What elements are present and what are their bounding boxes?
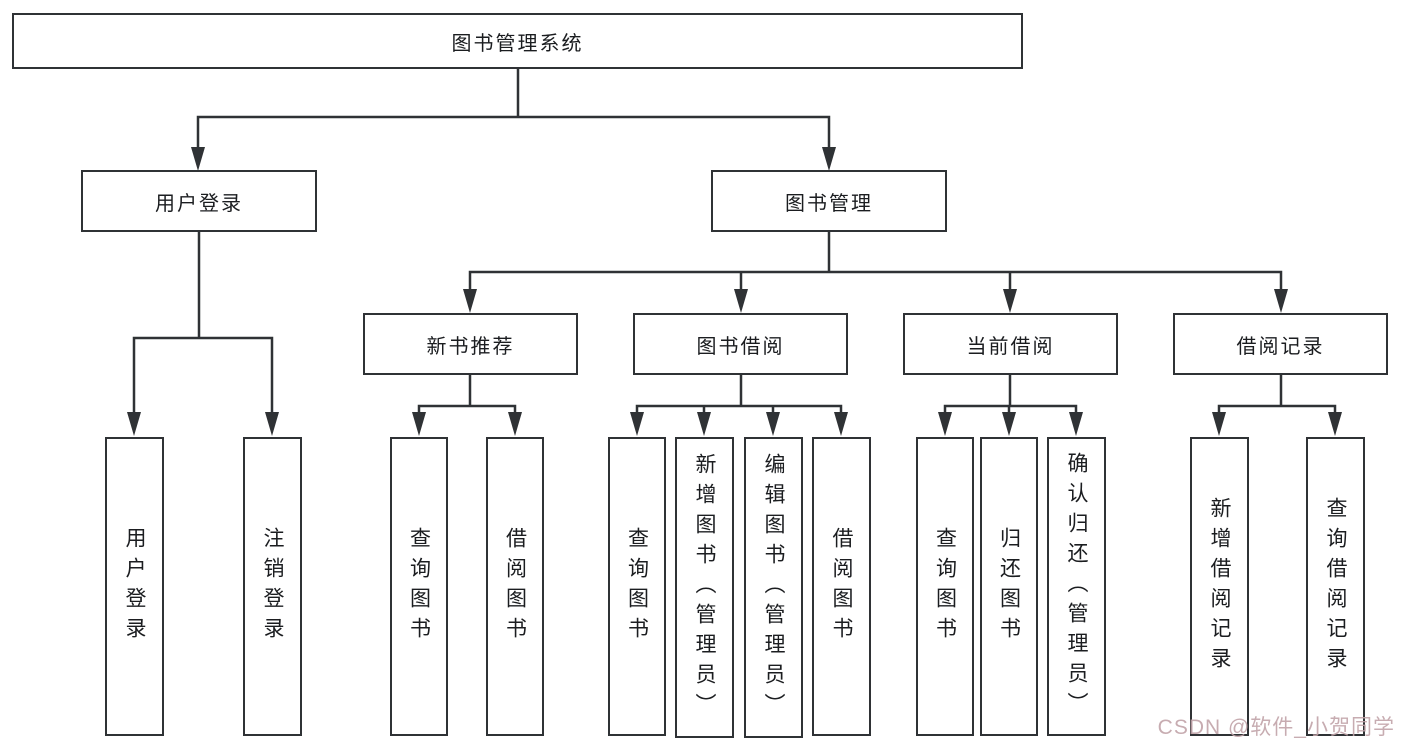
leaf-edit-books-admin-label: 编辑图书（管理员）	[762, 452, 785, 723]
csdn-watermark: CSDN @软件_小贺同学	[1157, 716, 1395, 739]
connector-root-to-level2	[196, 67, 831, 152]
leaf-logout: 注销登录	[243, 437, 302, 736]
arrowhead	[127, 412, 141, 436]
leaf-user-login: 用户登录	[105, 437, 164, 736]
connector-book-mgmt-to-level3	[468, 230, 1283, 293]
arrowhead	[834, 412, 848, 436]
leaf-borrow-books-recommend-label: 借阅图书	[503, 526, 527, 647]
leaf-query-books-current: 查询图书	[916, 437, 974, 736]
leaf-return-books: 归还图书	[980, 437, 1038, 736]
arrowhead	[697, 412, 711, 436]
arrowhead	[508, 412, 522, 436]
arrowhead	[630, 412, 644, 436]
node-book-borrow: 图书借阅	[633, 313, 848, 375]
leaf-add-books-admin-label: 新增图书（管理员）	[693, 452, 716, 723]
node-user-login-label: 用户登录	[155, 192, 243, 215]
node-user-login: 用户登录	[81, 170, 317, 232]
leaf-user-login-label: 用户登录	[123, 526, 146, 647]
node-current-borrow-label: 当前借阅	[966, 335, 1055, 358]
arrowhead	[1212, 412, 1226, 436]
node-root: 图书管理系统	[12, 13, 1023, 69]
connector-current-borrow-to-leaves	[943, 373, 1078, 416]
connector-user-login-to-leaves	[132, 230, 274, 416]
node-book-management: 图书管理	[711, 170, 947, 232]
arrowhead	[734, 289, 748, 313]
arrowhead	[265, 412, 279, 436]
leaf-query-borrow-record-label: 查询借阅记录	[1324, 496, 1347, 677]
node-root-label: 图书管理系统	[451, 32, 584, 55]
leaf-borrow-books-recommend: 借阅图书	[486, 437, 544, 736]
arrowhead	[1003, 289, 1017, 313]
arrowhead	[1069, 412, 1083, 436]
arrowhead	[1002, 412, 1016, 436]
leaf-query-borrow-record: 查询借阅记录	[1306, 437, 1365, 736]
leaf-borrow-books-label: 借阅图书	[830, 526, 853, 647]
arrowhead	[1328, 412, 1342, 436]
arrowhead	[463, 289, 477, 313]
leaf-query-books-recommend: 查询图书	[390, 437, 448, 736]
leaf-borrow-books: 借阅图书	[812, 437, 871, 736]
arrowhead	[1274, 289, 1288, 313]
leaf-logout-label: 注销登录	[261, 526, 284, 647]
node-borrow-record: 借阅记录	[1173, 313, 1388, 375]
arrowhead	[938, 412, 952, 436]
leaf-query-books-recommend-label: 查询图书	[407, 526, 431, 647]
arrowhead	[766, 412, 780, 436]
arrowhead	[412, 412, 426, 436]
leaf-return-books-label: 归还图书	[997, 526, 1021, 647]
connector-new-book-to-leaves	[417, 373, 517, 416]
node-new-book-recommend-label: 新书推荐	[426, 335, 515, 358]
leaf-add-books-admin: 新增图书（管理员）	[675, 437, 734, 738]
leaf-confirm-return-admin-label: 确认归还（管理员）	[1065, 451, 1088, 722]
arrowhead	[822, 147, 836, 171]
arrowhead	[191, 147, 205, 171]
node-current-borrow: 当前借阅	[903, 313, 1118, 375]
leaf-edit-books-admin: 编辑图书（管理员）	[744, 437, 803, 738]
leaf-add-borrow-record: 新增借阅记录	[1190, 437, 1249, 736]
node-book-management-label: 图书管理	[785, 192, 873, 215]
node-book-borrow-label: 图书借阅	[696, 335, 785, 358]
node-borrow-record-label: 借阅记录	[1236, 335, 1325, 358]
leaf-query-books-current-label: 查询图书	[933, 526, 957, 647]
leaf-add-borrow-record-label: 新增借阅记录	[1208, 496, 1231, 677]
leaf-confirm-return-admin: 确认归还（管理员）	[1047, 437, 1106, 736]
leaf-query-books-borrow-label: 查询图书	[625, 526, 649, 647]
connector-borrow-record-to-leaves	[1217, 373, 1337, 416]
leaf-query-books-borrow: 查询图书	[608, 437, 666, 736]
connector-book-borrow-to-leaves	[635, 373, 843, 416]
node-new-book-recommend: 新书推荐	[363, 313, 578, 375]
